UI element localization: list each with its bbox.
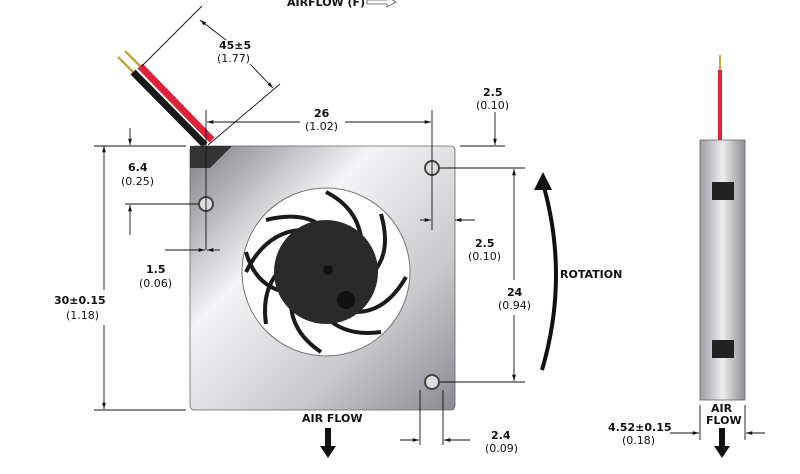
front-airflow-arrow-icon <box>320 428 336 458</box>
dimension-lines <box>94 5 765 445</box>
airflow-title: AIRFLOW (F) <box>287 0 365 9</box>
dim-top-offset-in: (0.10) <box>476 99 509 112</box>
front-airflow-label: AIR FLOW <box>302 412 363 425</box>
dim-bottom-hole-in: (0.09) <box>485 442 518 455</box>
rotation-arrowhead-icon <box>534 172 552 190</box>
dim-top-offset-mm: 2.5 <box>483 86 503 99</box>
side-airflow-label-2: FLOW <box>706 414 742 427</box>
dim-hole-spacing-h-in: (1.02) <box>305 120 338 133</box>
side-airflow-label-1: AIR <box>711 402 733 415</box>
side-airflow-arrow-icon <box>714 428 730 458</box>
impeller <box>244 190 408 354</box>
dim-hole-from-right-mm: 2.5 <box>475 237 495 250</box>
dim-hole-spacing-h-mm: 26 <box>314 107 330 120</box>
dim-hole-from-top-mm: 6.4 <box>128 161 148 174</box>
dim-thickness-in: (0.18) <box>622 434 655 447</box>
dim-wire-length-mm: 45±5 <box>219 39 251 52</box>
wire-leads <box>117 50 215 148</box>
side-view <box>699 55 746 401</box>
dim-hole-spacing-v-in: (0.94) <box>498 299 531 312</box>
dim-hole-from-right-in: (0.10) <box>468 250 501 263</box>
rotation-label: ROTATION <box>560 268 622 281</box>
dim-bottom-hole-mm: 2.4 <box>491 429 511 442</box>
rotation-arrow-icon <box>540 179 558 371</box>
dimension-labels: 45±5 (1.77) 26 (1.02) 2.5 (0.10) 6.4 (0.… <box>54 39 672 455</box>
fan-body <box>189 145 456 411</box>
dim-hole-from-left-in: (0.06) <box>139 277 172 290</box>
dim-height-mm: 30±0.15 <box>54 294 106 307</box>
dim-wire-length-in: (1.77) <box>217 52 250 65</box>
dim-hole-spacing-v-mm: 24 <box>507 286 523 299</box>
dim-hole-from-top-in: (0.25) <box>121 175 154 188</box>
dim-thickness-mm: 4.52±0.15 <box>608 421 672 434</box>
airflow-arrow-icon <box>366 0 397 8</box>
dim-hole-from-left-mm: 1.5 <box>146 263 166 276</box>
dim-height-in: (1.18) <box>66 309 99 322</box>
